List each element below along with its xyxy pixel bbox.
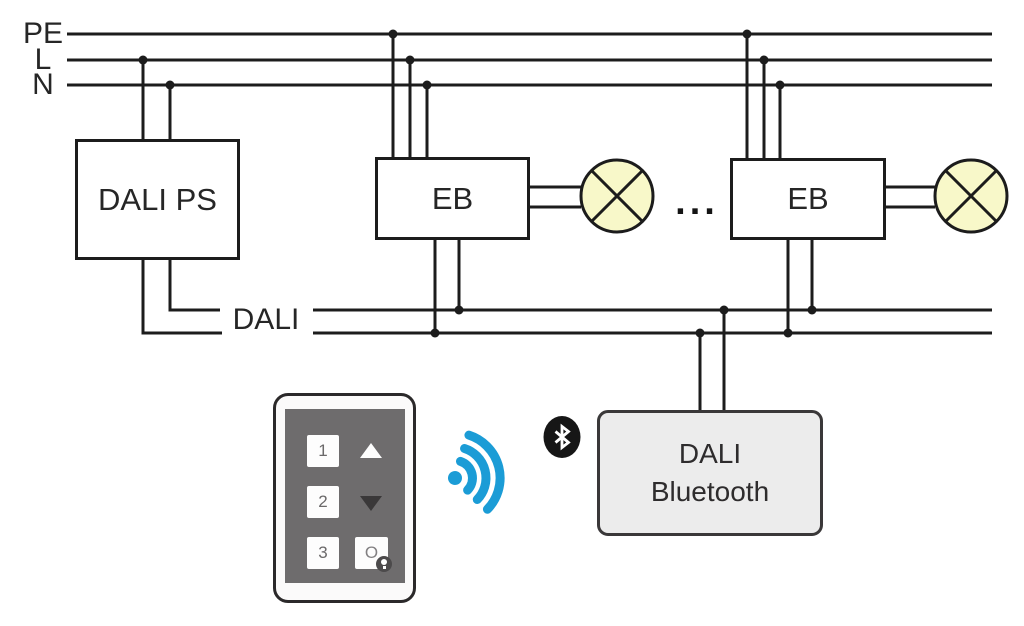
eb-box-left: EB [375, 157, 530, 240]
down-arrow-icon [360, 496, 382, 511]
bus-label-pe: PE [22, 17, 64, 50]
bus-label-n: N [32, 68, 54, 101]
remote-button-3: 3 [307, 537, 339, 569]
bulb-base [382, 565, 386, 569]
up-arrow-icon [360, 443, 382, 458]
wire-ps-dali-plus [168, 260, 220, 312]
dali-ps-box: DALI PS [75, 139, 240, 260]
bus-label-l: L [34, 43, 52, 76]
remote-button-off-label: O [364, 543, 379, 562]
remote-button-3-label: 3 [318, 543, 328, 562]
remote-button-1: 1 [307, 435, 339, 467]
lamp-icon [579, 158, 655, 234]
eb-right-label: EB [787, 181, 829, 216]
eb-left-label: EB [431, 180, 474, 216]
bluetooth-icon [543, 416, 581, 458]
ellipsis: ... [675, 181, 719, 223]
wire-ps-dali-minus [141, 260, 222, 335]
remote-button-2: 2 [307, 486, 339, 518]
eb-box-right: EB [730, 158, 886, 240]
remote-button-2-label: 2 [318, 492, 328, 511]
dali-bluetooth-label-line1: DALI [678, 438, 742, 469]
dali-bluetooth-label-line2: Bluetooth [650, 476, 770, 507]
junction-dots [138, 29, 817, 338]
dali-bus-label: DALI [232, 303, 300, 336]
bulb-badge-icon [376, 556, 392, 572]
wifi-waves-icon [448, 430, 505, 514]
dali-ps-label: DALI PS [98, 181, 217, 217]
dali-bluetooth-box: DALI Bluetooth [597, 410, 823, 536]
lamp-icon [933, 158, 1009, 234]
bulb-dot [381, 559, 387, 565]
remote-button-1-label: 1 [318, 441, 328, 460]
